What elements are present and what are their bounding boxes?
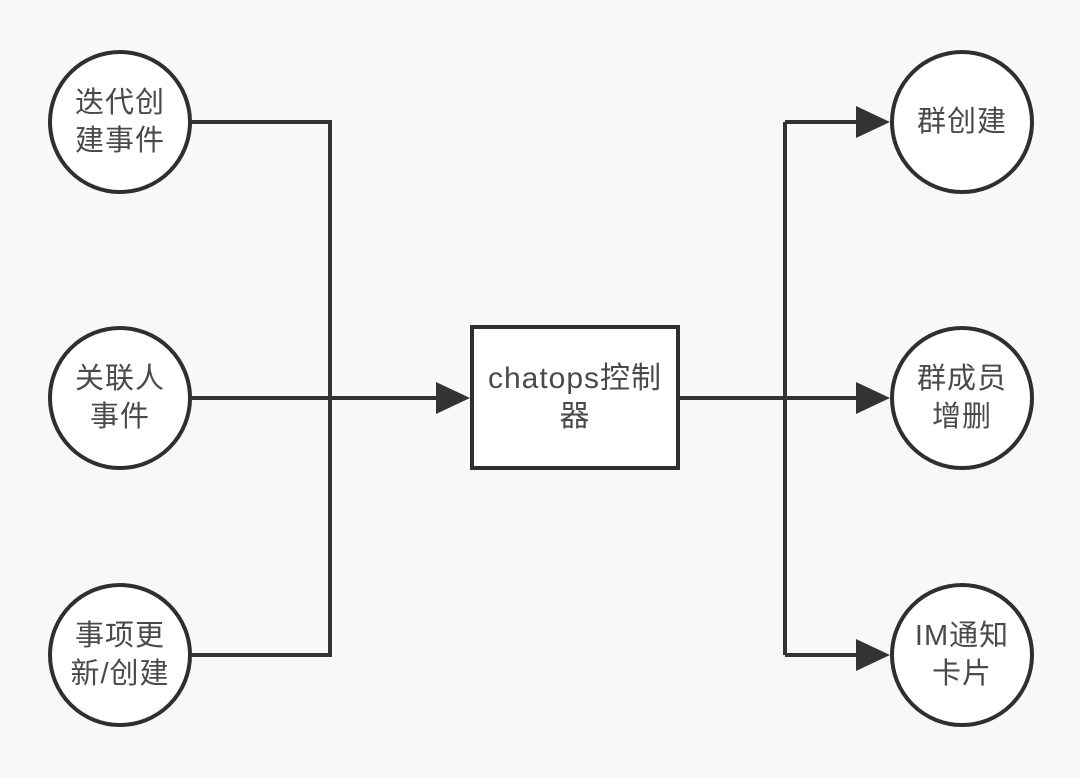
arrowhead-group-member-icon [856,382,890,414]
node-related-person-event-label: 关联人 事件 [74,363,165,433]
node-group-create: 群创建 [890,50,1034,194]
node-chatops-controller: chatops控制 器 [470,325,680,470]
node-item-update-create-label: 事项更 新/创建 [70,620,170,690]
node-im-notification-card-label: IM通知 卡片 [914,620,1010,690]
node-item-update-create: 事项更 新/创建 [48,583,192,727]
arrowhead-into-controller-icon [436,382,470,414]
arrowhead-group-create-icon [856,106,890,138]
node-im-notification-card: IM通知 卡片 [890,583,1034,727]
node-iteration-create-event-label: 迭代创 建事件 [74,87,165,157]
node-group-member-add-remove-label: 群成员 增删 [916,363,1007,433]
node-related-person-event: 关联人 事件 [48,326,192,470]
edge-left-bus-connector [192,120,332,657]
node-chatops-controller-label: chatops控制 器 [487,361,663,433]
node-iteration-create-event: 迭代创 建事件 [48,50,192,194]
node-group-member-add-remove: 群成员 增删 [890,326,1034,470]
arrowhead-im-card-icon [856,639,890,671]
node-group-create-label: 群创建 [916,106,1007,138]
